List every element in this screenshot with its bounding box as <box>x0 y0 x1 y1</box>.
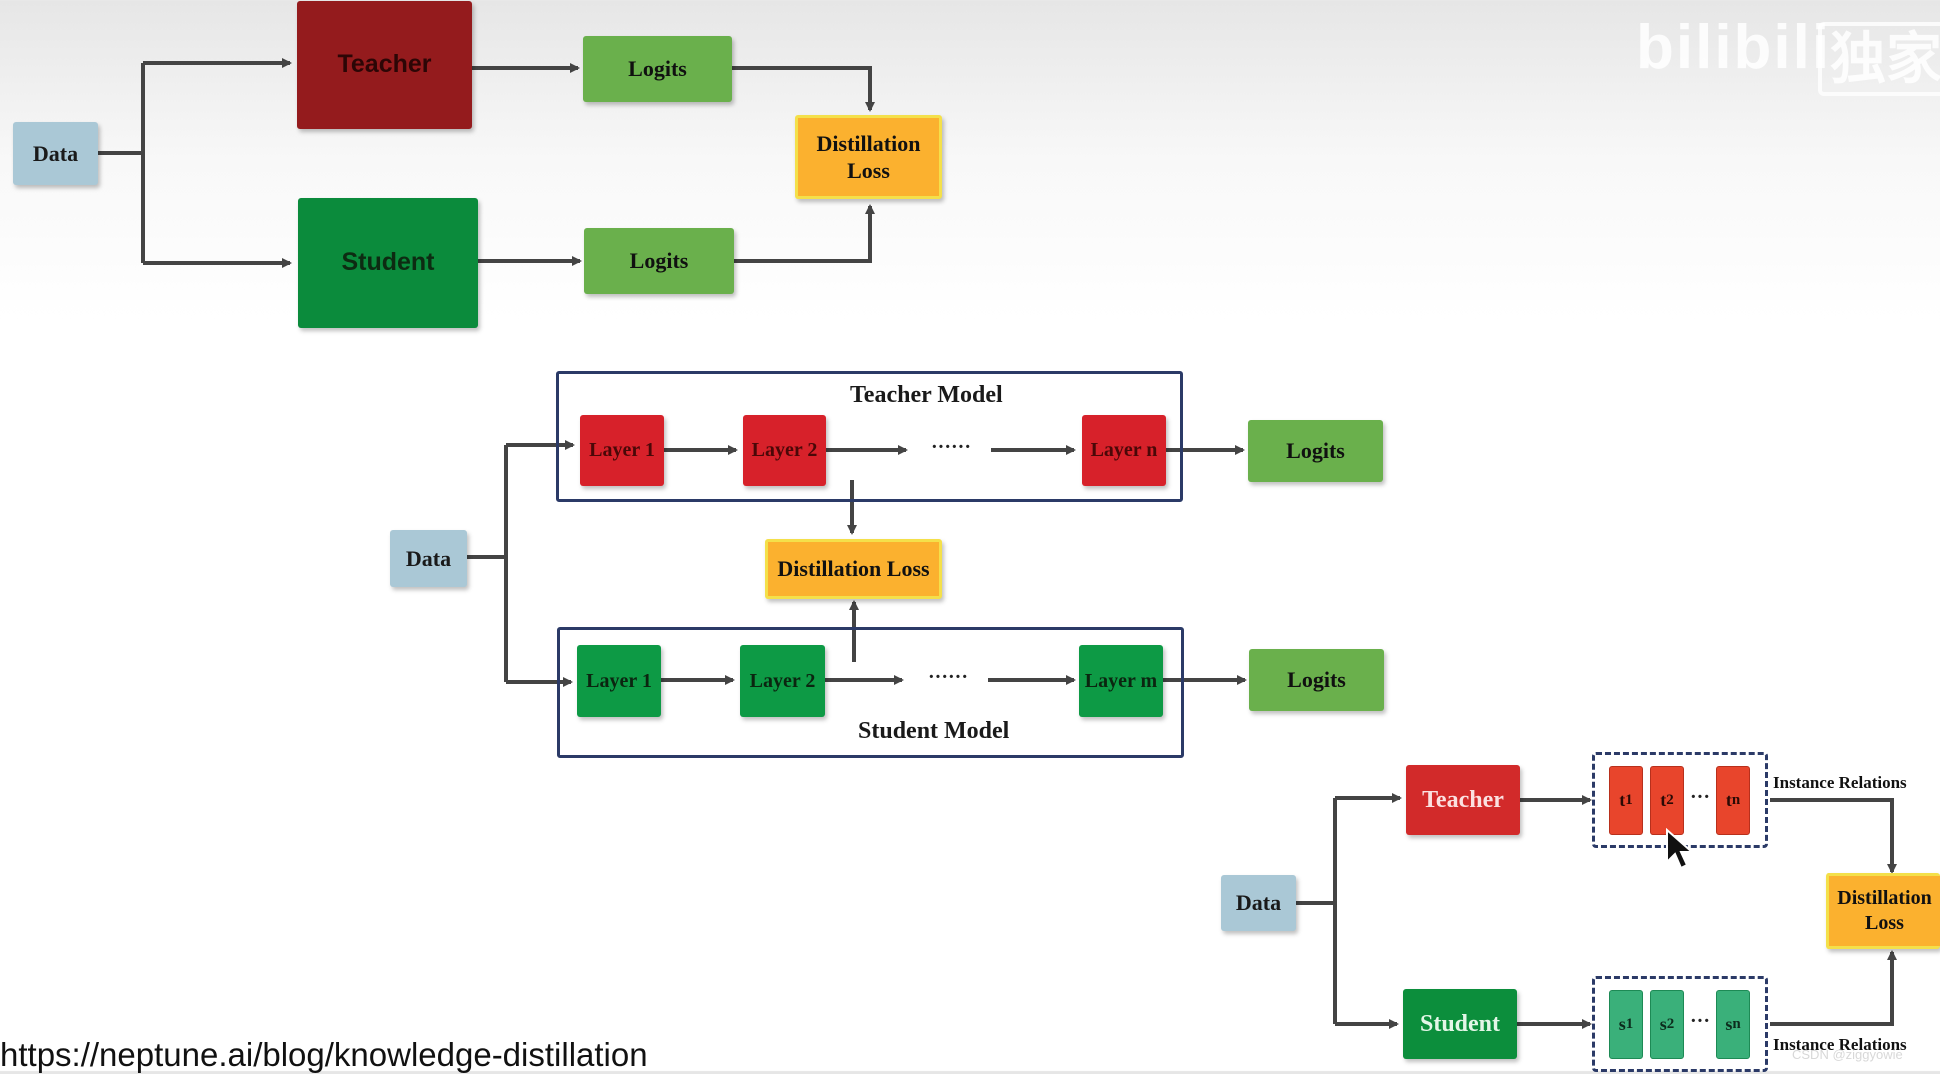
instance-letter: t <box>1660 790 1667 811</box>
data-box: Data <box>13 122 98 185</box>
loss-label-line1: Distillation <box>816 130 921 156</box>
instance-letter: s <box>1618 1014 1626 1035</box>
mouse-cursor-icon <box>1666 828 1695 870</box>
student-box: Student <box>298 198 478 328</box>
csdn-credit-watermark: CSDN @ziggyowie <box>1792 1047 1903 1062</box>
loss-label-line2: Loss <box>1865 912 1904 934</box>
student-layer-m: Layer m <box>1079 645 1163 717</box>
instance-subscript: n <box>1731 792 1741 809</box>
teacher-model-title: Teacher Model <box>850 382 1003 408</box>
teacher-layer-1: Layer 1 <box>580 415 664 486</box>
teacher-instance-ellipsis: ··· <box>1690 786 1711 808</box>
student-layer-1: Layer 1 <box>577 645 661 717</box>
distillation-loss-box: Distillation Loss <box>765 539 942 599</box>
exclusive-watermark: 独家 <box>1818 22 1940 96</box>
teacher-layer-n: Layer n <box>1082 415 1166 486</box>
student-logits-box: Logits <box>1249 649 1384 711</box>
teacher-layer-2: Layer 2 <box>743 415 826 486</box>
teacher-box: Teacher <box>1406 765 1520 835</box>
student-box: Student <box>1403 989 1517 1059</box>
student-model-title: Student Model <box>858 718 1010 744</box>
instance-relations-label-bottom: Instance Relations <box>1773 1035 1907 1054</box>
source-url[interactable]: https://neptune.ai/blog/knowledge-distil… <box>0 1036 648 1073</box>
teacher-model-frame <box>556 371 1183 502</box>
loss-label-line1: Distillation <box>1837 887 1932 909</box>
teacher-logits-box: Logits <box>1248 420 1383 482</box>
student-logits-box: Logits <box>584 228 734 294</box>
instance-subscript: 1 <box>1625 1016 1634 1033</box>
teacher-ellipsis: ······ <box>931 436 972 458</box>
instance-subscript: 2 <box>1666 1016 1675 1033</box>
distillation-loss-box: Distillation Loss <box>795 115 942 199</box>
teacher-box: Teacher <box>297 1 472 129</box>
teacher-logits-box: Logits <box>583 36 732 102</box>
instance-relations-label-top: Instance Relations <box>1773 773 1907 792</box>
instance-letter: s <box>1659 1014 1667 1035</box>
instance-letter: t <box>1619 790 1626 811</box>
instance-letter: t <box>1725 790 1732 811</box>
data-box: Data <box>390 530 467 587</box>
instance-subscript: 1 <box>1625 792 1633 809</box>
student-layer-2: Layer 2 <box>740 645 825 717</box>
student-model-frame <box>557 627 1184 758</box>
instance-letter: s <box>1725 1014 1733 1035</box>
data-box: Data <box>1221 875 1296 931</box>
instance-subscript: n <box>1732 1016 1741 1033</box>
instance-subscript: 2 <box>1666 792 1674 809</box>
bilibili-watermark: bilibili <box>1636 13 1832 82</box>
loss-label-line2: Loss <box>847 158 890 183</box>
student-ellipsis: ······ <box>928 666 969 688</box>
distillation-loss-box: Distillation Loss <box>1826 873 1940 949</box>
student-instance-ellipsis: ··· <box>1690 1010 1711 1032</box>
